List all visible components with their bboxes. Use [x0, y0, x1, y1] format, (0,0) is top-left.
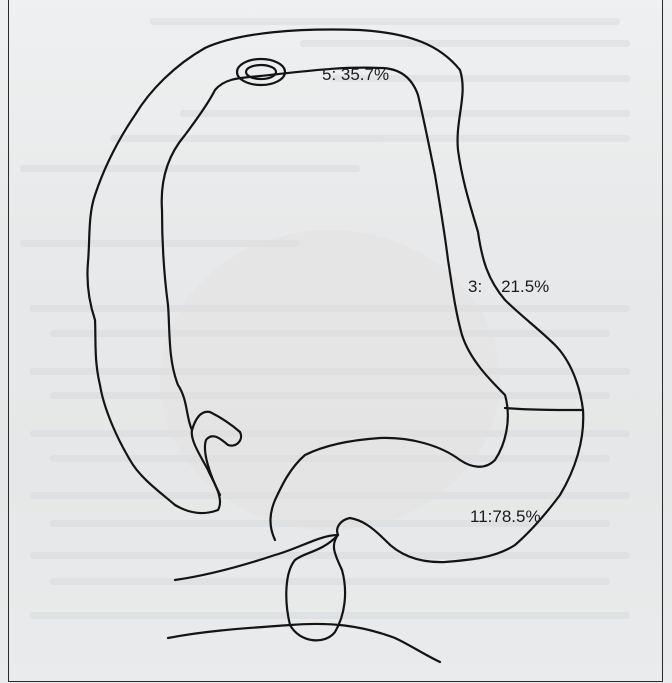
segment-3-label: 3: 21.5% — [468, 278, 549, 295]
segment-divider — [505, 408, 583, 410]
lesion-marker-outer — [237, 59, 285, 85]
rectosigmoid-line-lower — [168, 624, 440, 662]
colon-outer-wall — [205, 30, 583, 641]
colon-inner-wall — [162, 68, 508, 540]
segment-5-label: 5: 35.7% — [322, 66, 389, 83]
rectosigmoid-line-upper — [175, 535, 338, 580]
ascending-colon-outer — [87, 48, 220, 513]
segment-11-label: 11:78.5% — [470, 508, 541, 525]
